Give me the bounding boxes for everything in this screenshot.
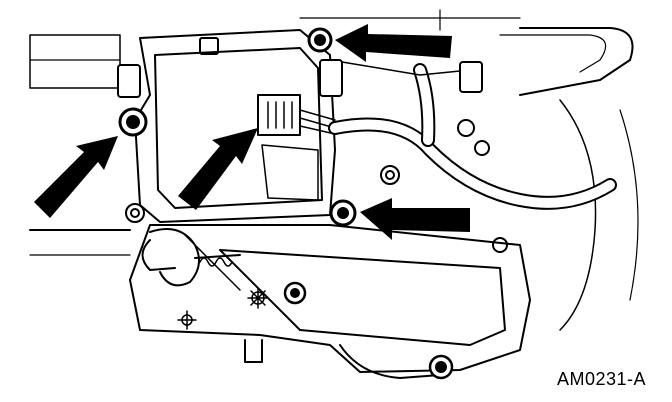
linkage-spring xyxy=(149,228,241,291)
bracket-bolt-bottom xyxy=(428,354,454,380)
gear-symbols xyxy=(177,287,269,330)
mounting-nut-left xyxy=(118,107,148,137)
mounting-nut-bottom-right xyxy=(329,199,357,227)
arrow-to-left-nut xyxy=(34,136,118,218)
background-panel-lines xyxy=(29,9,639,331)
bracket-bolt-right xyxy=(283,281,307,305)
electrical-connector xyxy=(257,94,336,136)
wiring-harness xyxy=(328,59,617,210)
arrow-to-connector xyxy=(178,128,258,210)
figure-code-label: AM0231-A xyxy=(556,369,646,389)
mounting-nut-lower-left xyxy=(125,203,145,223)
arrow-to-top-right-nut xyxy=(335,24,452,62)
mounting-nut-top-right xyxy=(307,27,333,53)
module-housing xyxy=(134,29,336,223)
harness-clips xyxy=(117,59,508,253)
mounting-bracket xyxy=(129,224,531,379)
arrow-to-bottom-right-nut xyxy=(360,198,470,240)
